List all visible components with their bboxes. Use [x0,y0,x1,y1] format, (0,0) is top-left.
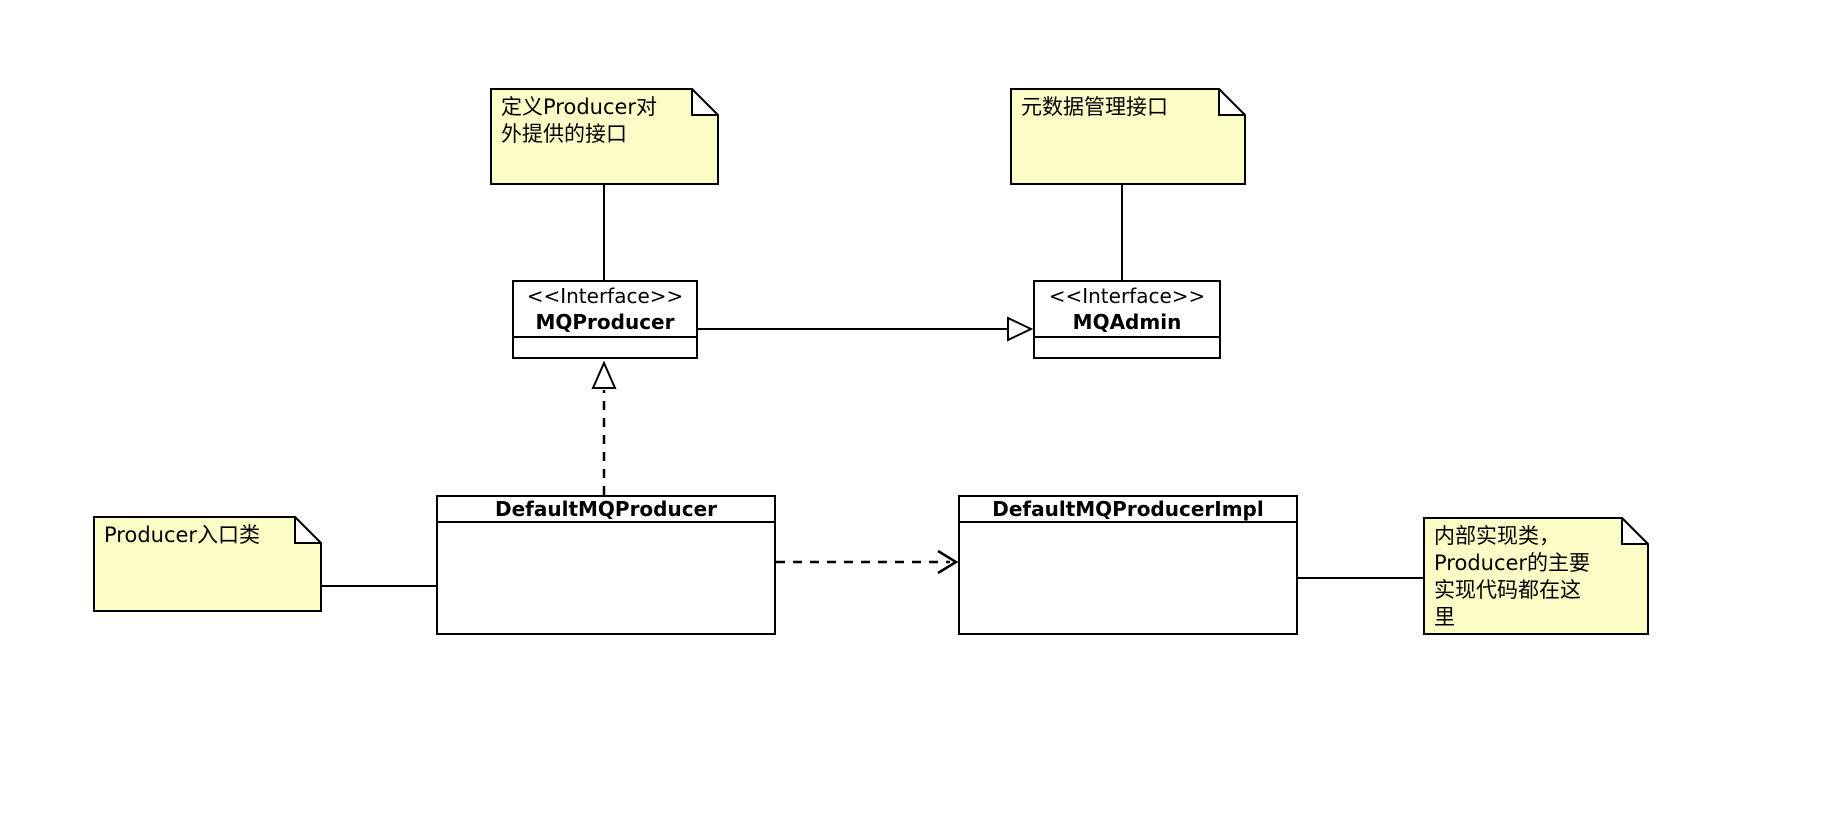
interface-name: MQAdmin [1072,310,1182,334]
note-body [490,88,719,185]
note-shape [93,516,322,612]
interface-node-mqadmin: <<Interface>> MQAdmin [1033,280,1221,359]
note-shape [490,88,719,185]
realization-arrowhead [591,360,617,389]
note-fold-corner-icon [691,88,719,116]
interface-node-mqproducer: <<Interface>> MQProducer [512,280,698,359]
note-metadata-interface: 元数据管理接口 [1010,88,1246,185]
note-text: 定义Producer对 外提供的接口 [501,95,658,146]
note-internal-impl: 内部实现类， Producer的主要 实现代码都在这 里 [1423,517,1649,635]
note-producer-interface: 定义Producer对 外提供的接口 [490,88,719,185]
empty-members-compartment [1035,338,1219,357]
note-fold-corner-icon [1218,88,1246,116]
interface-header: <<Interface>> MQProducer [514,282,696,338]
note-body [1423,517,1649,635]
note-text: Producer入口类 [104,523,261,547]
class-node-defaultmqproducer: DefaultMQProducer [436,495,776,635]
class-name: DefaultMQProducerImpl [960,497,1296,523]
note-fold-corner-icon [294,516,322,544]
note-text: 内部实现类， Producer的主要 实现代码都在这 里 [1434,524,1591,629]
note-shape [1423,517,1649,635]
note-body [93,516,322,612]
generalization-arrowhead [1007,316,1034,342]
note-shape [1010,88,1246,185]
stereotype-label: <<Interface>> [526,284,684,308]
note-fold-corner-icon [1621,517,1649,545]
class-node-defaultmqproducerimpl: DefaultMQProducerImpl [958,495,1298,635]
interface-header: <<Interface>> MQAdmin [1035,282,1219,338]
note-body [1010,88,1246,185]
interface-name: MQProducer [535,310,675,334]
note-text: 元数据管理接口 [1021,95,1168,119]
empty-members-compartment [960,523,1296,633]
note-producer-entry: Producer入口类 [93,516,322,612]
dependency-arrowhead [937,549,959,575]
class-name: DefaultMQProducer [438,497,774,523]
stereotype-label: <<Interface>> [1048,284,1206,308]
empty-members-compartment [514,338,696,357]
empty-members-compartment [438,523,774,633]
